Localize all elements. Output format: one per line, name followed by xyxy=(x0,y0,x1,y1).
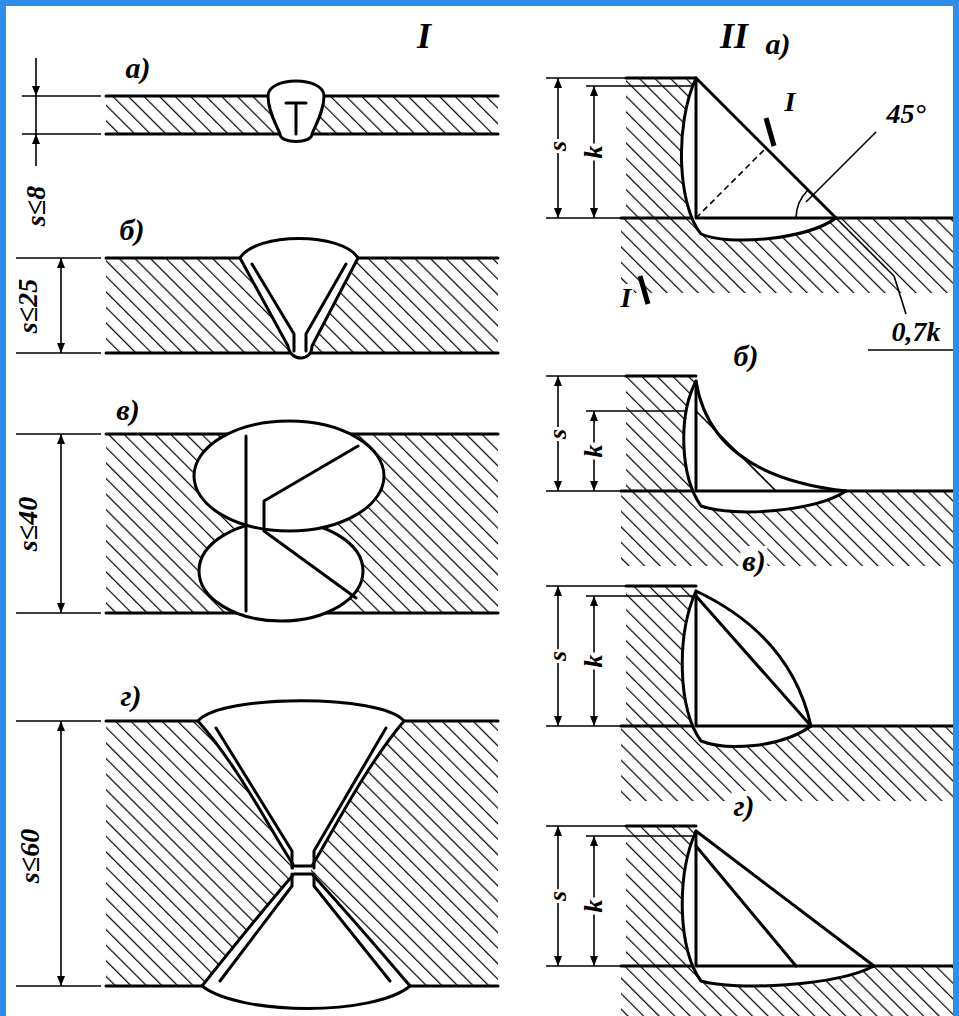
square-butt-weld xyxy=(22,58,498,166)
fillet-weld-normal xyxy=(546,78,959,350)
section-mark: I xyxy=(619,284,634,312)
v-groove-weld xyxy=(16,239,498,359)
dimension-label: s xyxy=(545,427,571,441)
dimension-label: s xyxy=(545,649,571,663)
x-groove-weld xyxy=(16,701,498,1009)
dimension-label: k xyxy=(581,653,607,670)
fillet-weld-convex xyxy=(546,586,959,801)
dimension-label: k xyxy=(581,443,607,460)
column-heading: I xyxy=(415,18,433,54)
item-letter: г) xyxy=(731,791,756,821)
dimension-label: k xyxy=(581,144,607,161)
dimension-label: s≤8 xyxy=(22,184,50,228)
label-layer: IIIа)s≤8б)s≤25в)s≤40г)s≤60а)sk45°II0,7kб… xyxy=(6,6,959,1016)
item-letter: в) xyxy=(740,546,767,576)
item-letter: б) xyxy=(118,215,147,245)
dimension-label: s≤25 xyxy=(14,277,42,335)
column-heading: II xyxy=(718,18,750,54)
fillet-weld-unequal xyxy=(546,826,959,1016)
item-letter: г) xyxy=(118,681,143,711)
dimension-label: s≤60 xyxy=(16,827,44,885)
dimension-label: s xyxy=(545,889,571,903)
angle-label: 45° xyxy=(884,100,927,128)
k-groove-weld xyxy=(16,421,498,621)
dimension-label: k xyxy=(581,898,607,915)
dimension-label: 0,7k xyxy=(890,318,943,346)
weld-illustration xyxy=(6,6,959,1016)
dimension-label: s xyxy=(545,139,571,153)
item-letter: б) xyxy=(732,341,761,371)
section-mark: I xyxy=(783,88,798,116)
item-letter: а) xyxy=(124,53,153,83)
item-letter: в) xyxy=(114,395,141,425)
item-letter: а) xyxy=(764,29,793,59)
fillet-weld-concave xyxy=(546,376,959,566)
dimension-label: s≤40 xyxy=(14,495,42,553)
